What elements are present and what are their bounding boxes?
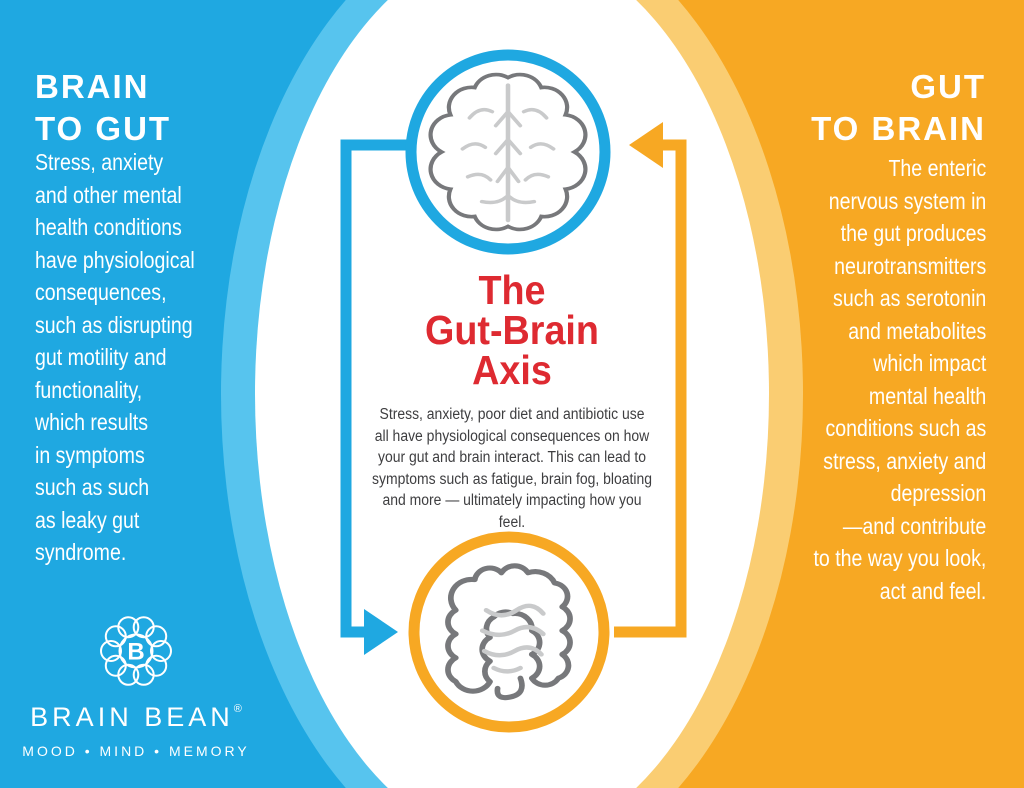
yellow-arrow-gut-to-brain-icon bbox=[614, 122, 687, 638]
text-line: Stress, anxiety, poor diet and antibioti… bbox=[379, 406, 645, 423]
text-line: as leaky gut bbox=[35, 506, 140, 533]
text-line: all have physiological consequences on h… bbox=[374, 427, 650, 445]
brand-tagline: MOOD • MIND • MEMORY bbox=[22, 743, 250, 759]
text-line: health conditions bbox=[35, 214, 182, 240]
right-panel-heading: GUT TO BRAIN bbox=[811, 66, 986, 150]
right-panel-body: The enteric nervous system in the gut pr… bbox=[813, 152, 986, 607]
brain-bean-rosette-icon: B bbox=[100, 616, 172, 686]
text-line: depression bbox=[890, 480, 986, 506]
text-line: such as such bbox=[35, 474, 150, 500]
text-line: conditions such as bbox=[825, 415, 986, 441]
text-line: have physiological bbox=[35, 246, 195, 273]
text-line: functionality, bbox=[35, 376, 143, 403]
heading-line: GUT bbox=[910, 68, 986, 105]
text-line: and metabolites bbox=[847, 317, 986, 344]
heading-line: TO BRAIN bbox=[811, 110, 986, 147]
blue-arrowhead-icon bbox=[364, 609, 398, 655]
text-line: nervous system in bbox=[828, 187, 986, 214]
left-panel-body: Stress, anxiety and other mental health … bbox=[35, 146, 195, 569]
text-line: Stress, anxiety bbox=[35, 149, 164, 175]
title-line: The bbox=[478, 267, 546, 313]
text-line: which impact bbox=[873, 350, 986, 376]
yellow-arrowhead-icon bbox=[629, 122, 663, 168]
text-line: and other mental bbox=[35, 181, 182, 208]
text-line: such as serotonin bbox=[832, 285, 986, 311]
left-panel-heading: BRAIN TO GUT bbox=[35, 66, 171, 150]
text-line: gut motility and bbox=[35, 344, 167, 370]
text-line: syndrome. bbox=[35, 539, 127, 565]
text-line: consequences, bbox=[35, 279, 167, 305]
intestines-icon bbox=[445, 563, 573, 701]
text-line: act and feel. bbox=[879, 577, 986, 604]
text-line: which results bbox=[35, 409, 148, 435]
title-line: Axis bbox=[472, 347, 552, 393]
heading-line: BRAIN bbox=[35, 68, 150, 105]
text-line: The enteric bbox=[888, 155, 986, 181]
registered-mark: ® bbox=[233, 703, 242, 715]
title-line: Gut-Brain bbox=[425, 307, 599, 353]
heading-line: TO GUT bbox=[35, 110, 172, 147]
text-line: symptoms such as fatigue, brain fog, blo… bbox=[372, 470, 652, 488]
text-line: your gut and brain interact. This can le… bbox=[377, 449, 647, 466]
text-line: and more — ultimately impacting how you … bbox=[382, 492, 642, 531]
brain-icon bbox=[428, 72, 588, 232]
brand-name-text: BRAIN BEAN bbox=[30, 702, 234, 732]
text-line: mental health bbox=[868, 382, 986, 409]
page-title: The Gut-Brain Axis bbox=[328, 267, 696, 393]
center-description: Stress, anxiety, poor diet and antibioti… bbox=[368, 404, 656, 533]
brand-name: BRAIN BEAN® bbox=[20, 702, 252, 733]
logo-monogram: B bbox=[127, 639, 144, 666]
text-line: —and contribute bbox=[842, 512, 986, 539]
blue-arrow-brain-to-gut-icon bbox=[340, 139, 410, 655]
text-line: stress, anxiety and bbox=[822, 447, 986, 474]
text-line: in symptoms bbox=[35, 441, 145, 468]
brand-logo: B BRAIN BEAN® MOOD • MIND • MEMORY bbox=[20, 612, 252, 759]
text-line: the gut produces bbox=[840, 220, 986, 246]
text-line: to the way you look, bbox=[813, 545, 986, 571]
text-line: such as disrupting bbox=[35, 311, 193, 338]
text-line: neurotransmitters bbox=[833, 252, 986, 279]
